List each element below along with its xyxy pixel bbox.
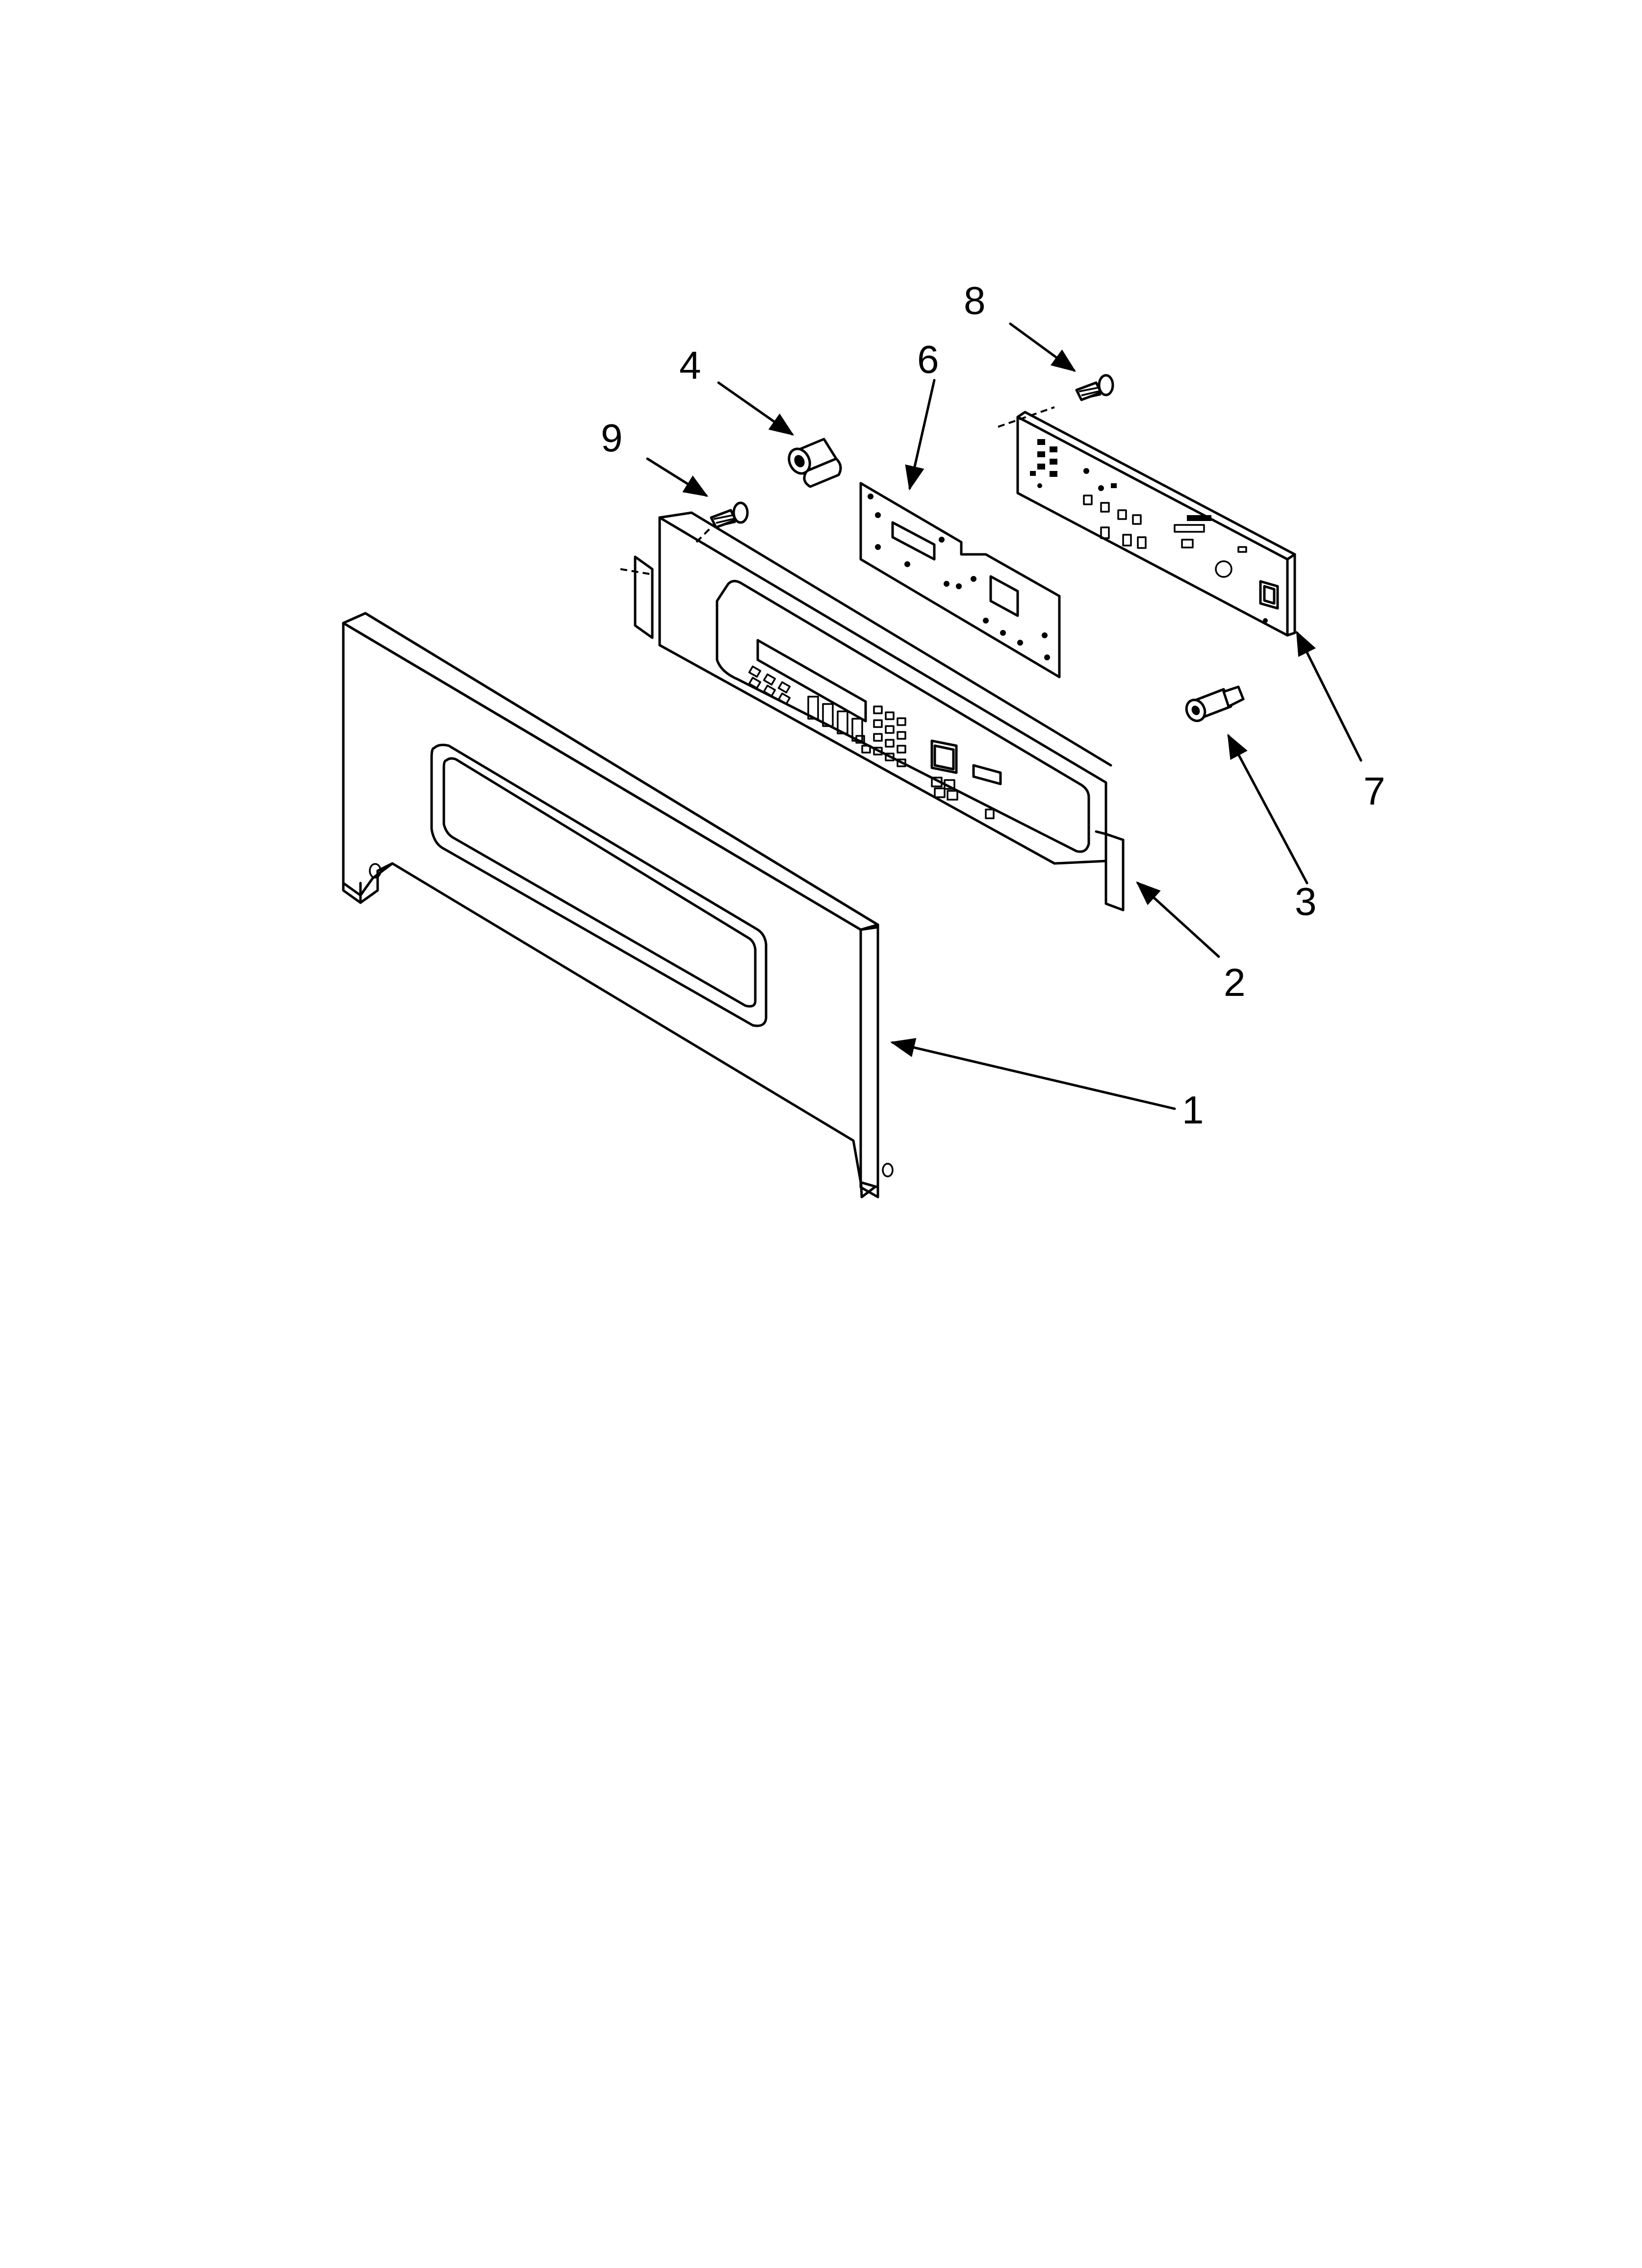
callout-3: 3: [1295, 880, 1317, 923]
part-9-screw: [695, 501, 749, 543]
part-2-membrane-panel: [620, 511, 1125, 912]
membrane-keypad-left: [748, 665, 791, 705]
part-8-screw: [1075, 374, 1114, 401]
leader-3: [1227, 733, 1308, 885]
callout-4: 4: [679, 343, 701, 387]
part-3-standoff: [1185, 685, 1245, 722]
callout-1: 1: [1182, 1088, 1204, 1132]
leader-2: [1136, 881, 1220, 958]
membrane-keypad-numeric: [855, 705, 906, 767]
part-6-switch-insulator: [859, 482, 1061, 678]
part-7-control-board: [998, 406, 1296, 637]
membrane-digit-display: [807, 696, 863, 742]
leader-4: [717, 381, 795, 436]
callout-9: 9: [601, 416, 623, 460]
callout-2: 2: [1224, 961, 1246, 1004]
leader-8: [1009, 322, 1077, 372]
callout-7: 7: [1363, 769, 1385, 813]
leader-9: [646, 457, 709, 497]
callout-6: 6: [917, 338, 939, 381]
leader-1: [890, 1038, 1176, 1110]
leader-7: [1296, 630, 1362, 762]
callout-labels: 1 2 3 4 6 7 8 9: [601, 279, 1385, 1132]
part-1-control-panel-trim: [342, 612, 894, 1199]
leader-6: [905, 379, 936, 491]
leader-lines: [646, 322, 1362, 1110]
callout-8: 8: [964, 279, 986, 322]
part-4-spacer: [788, 438, 842, 488]
